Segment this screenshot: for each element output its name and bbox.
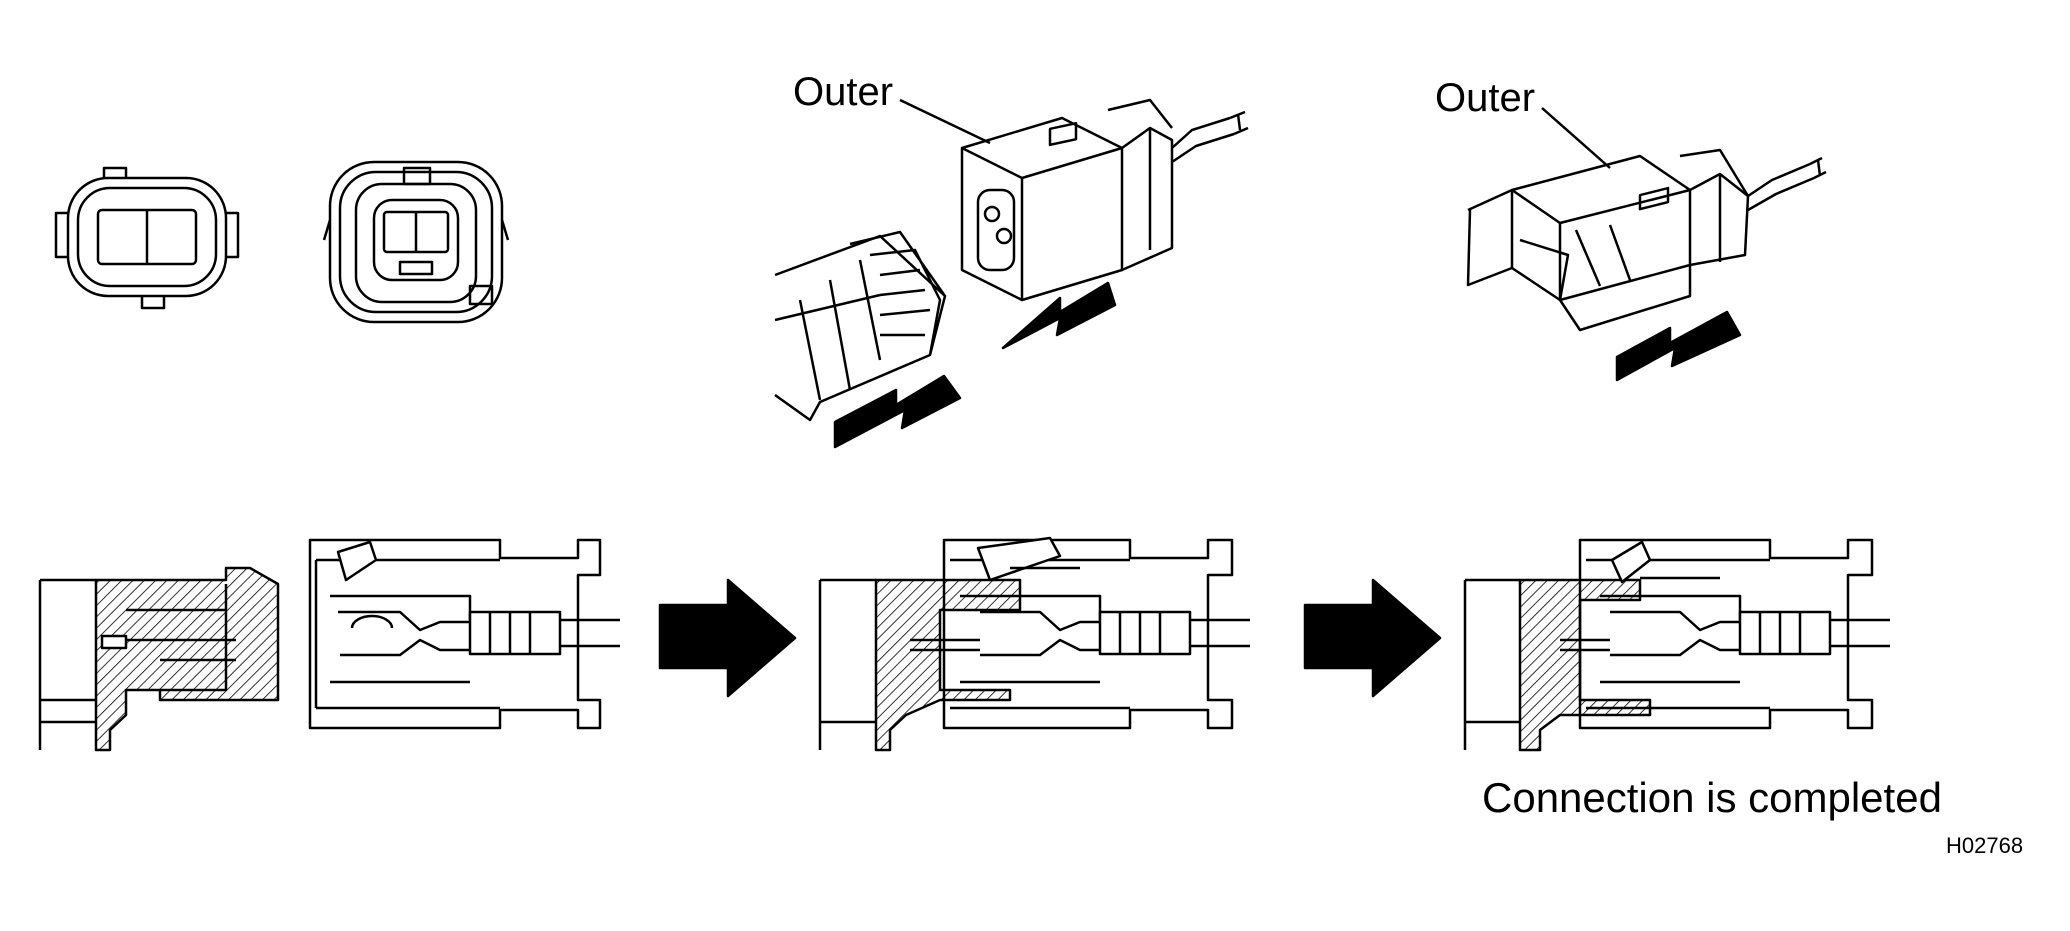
progress-arrow-2 <box>1303 578 1442 698</box>
cross-section-connected <box>1463 538 1890 752</box>
cross-section-engaging <box>818 536 1250 752</box>
outer-label-right: Outer <box>1435 76 1536 120</box>
cross-section-separated <box>38 538 620 752</box>
connectors-mated <box>1466 148 1827 382</box>
progress-arrow-1 <box>658 578 797 698</box>
connectors-before-mating <box>774 98 1249 449</box>
figure-code: H02768 <box>1946 833 2024 858</box>
outer-leader-line-1 <box>899 98 991 145</box>
outer-leader-line-2 <box>1541 107 1611 169</box>
male-connector-face <box>54 166 240 310</box>
female-connector-face <box>322 160 510 324</box>
outer-label-left: Outer <box>793 70 894 114</box>
connection-caption: Connection is completed <box>1482 774 1942 821</box>
